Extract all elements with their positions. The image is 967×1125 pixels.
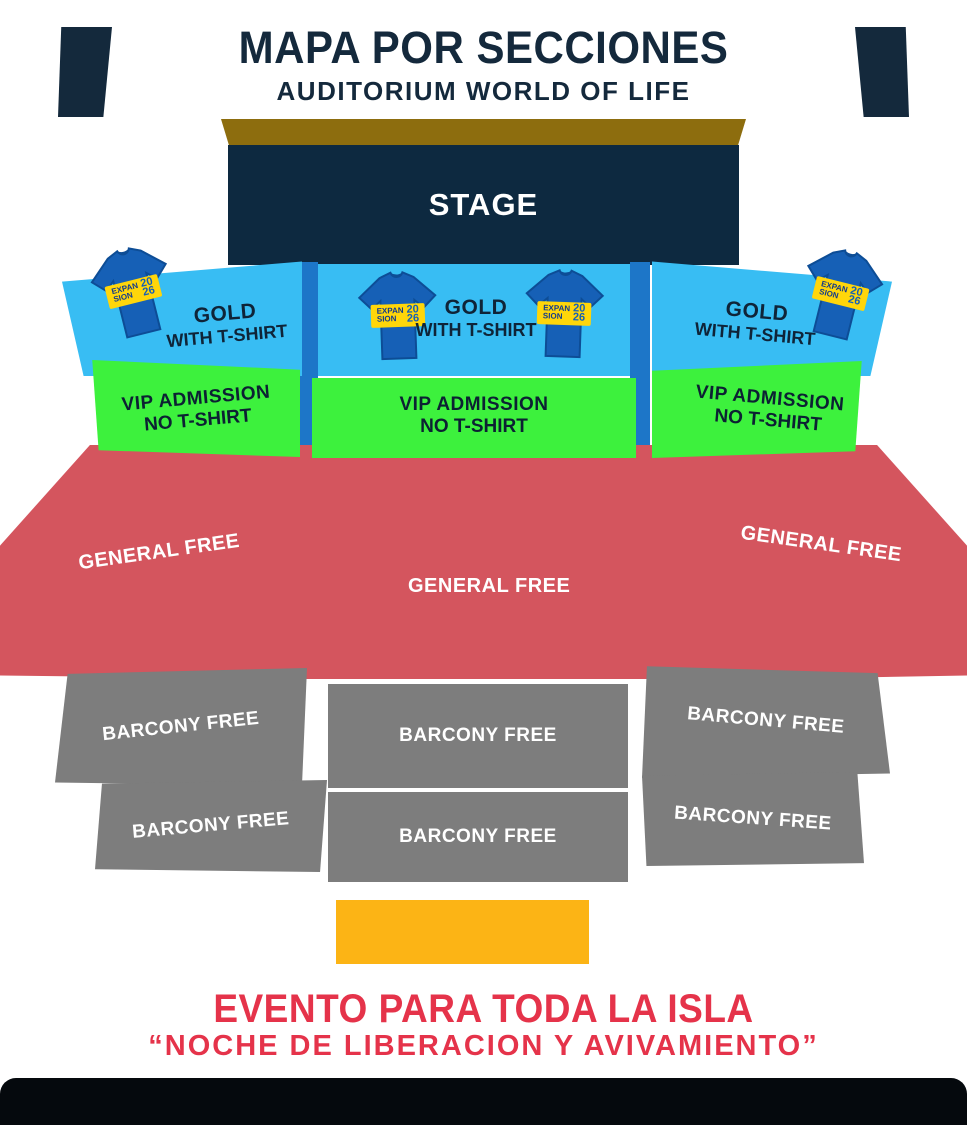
balcony-label: BARCONY FREE [399,826,557,847]
general-free-label: GENERAL FREE [739,521,904,567]
vip-section-label: VIP ADMISSION NO T-SHIRT [399,394,549,437]
section-vip-left[interactable] [92,360,300,457]
stage: STAGE [228,145,739,265]
event-subtitle: “NOCHE DE LIBERACION Y AVIVAMIENTO” [148,1030,819,1062]
balcony-label: BARCONY FREE [131,808,291,843]
gold-section-label: GOLD WITH T-SHIRT [415,296,537,340]
section-balcony-top-right[interactable]: BARCONY FREE [642,666,890,778]
general-free-label: GENERAL FREE [77,529,241,575]
yellow-banner [336,900,589,964]
section-balcony-bottom-center[interactable]: BARCONY FREE [328,792,628,882]
section-general-free[interactable]: GENERAL FREE GENERAL FREE GENERAL FREE [0,445,967,679]
balcony-label: BARCONY FREE [673,802,833,835]
section-vip-right[interactable] [652,361,862,458]
section-balcony-bottom-left[interactable]: BARCONY FREE [95,780,327,872]
section-balcony-top-left[interactable]: BARCONY FREE [55,668,307,786]
pillar-right-decoration [855,27,909,117]
stage-apron [221,119,746,145]
pillar-left-decoration [58,27,112,117]
stage-label: STAGE [428,187,539,222]
section-balcony-top-center[interactable]: BARCONY FREE [328,684,628,788]
section-balcony-bottom-right[interactable]: BARCONY FREE [642,772,864,866]
event-title: EVENTO PARA TODA LA ISLA [213,986,754,1031]
bottom-bar-decoration [0,1078,967,1125]
balcony-label: BARCONY FREE [399,725,557,746]
page-title: MAPA POR SECCIONES [238,22,729,73]
balcony-label: BARCONY FREE [686,703,846,738]
balcony-label: BARCONY FREE [101,707,261,746]
page-subtitle: AUDITORIUM WORLD OF LIFE [276,76,691,106]
section-vip-center[interactable] [312,378,636,458]
general-free-label: GENERAL FREE [408,575,571,597]
